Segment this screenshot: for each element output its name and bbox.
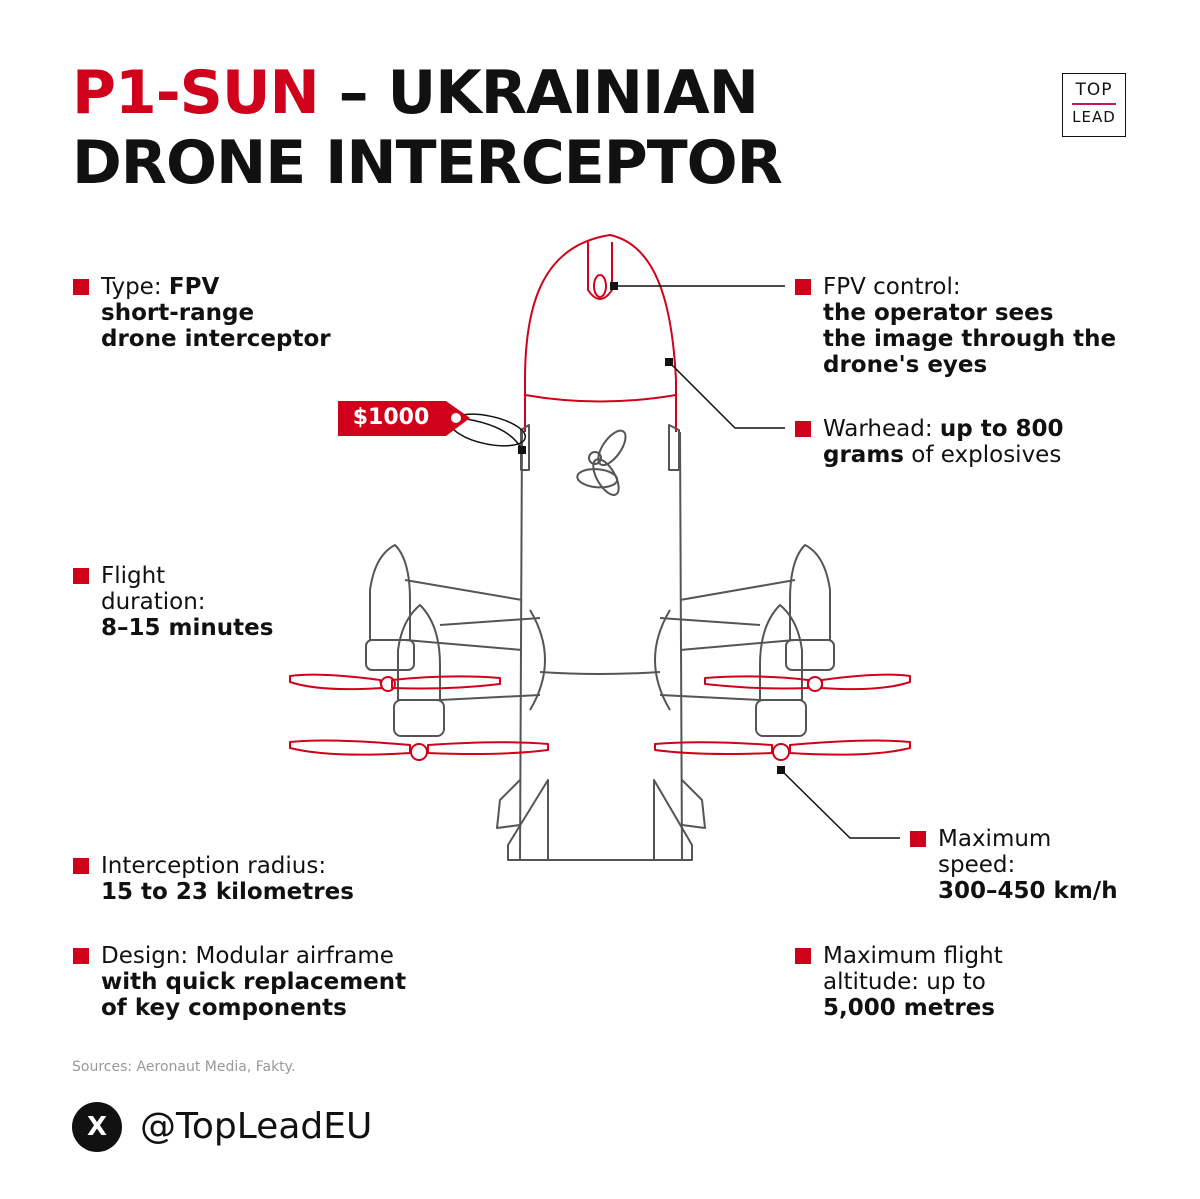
- motor-right-front-base: [755, 699, 807, 737]
- title-accent: P1-SUN: [72, 58, 320, 128]
- fin-right-upper: [668, 424, 680, 471]
- arm-right-front-cap: [654, 609, 671, 711]
- anchor-warhead: [665, 358, 673, 366]
- motor-right-back-base: [785, 639, 835, 671]
- hub-right-back: [807, 676, 823, 692]
- motor-left-back: [369, 544, 411, 641]
- main-body: [519, 431, 683, 861]
- motor-left-back-base: [365, 639, 415, 671]
- motor-right-front: [759, 604, 803, 701]
- center-band: [539, 671, 661, 675]
- stat-interception-radius: Interception radius: 15 to 23 kilometres: [73, 853, 354, 905]
- motor-left-front-base: [393, 699, 445, 737]
- propeller-right-back: [704, 673, 911, 691]
- camera-pod: [587, 242, 613, 300]
- logo-bottom: LEAD: [1072, 108, 1116, 126]
- nose-cone: [524, 234, 677, 432]
- arm-left-front: [439, 617, 541, 701]
- tail-fin-right: [681, 779, 706, 829]
- title-line2: DRONE INTERCEPTOR: [72, 128, 783, 198]
- tail-fin-front-left: [507, 779, 549, 861]
- stat-max-speed: Maximum speed: 300–450 km/h: [910, 826, 1118, 904]
- price-tag-label: $1000: [352, 405, 430, 430]
- sources-note: Sources: Aeronaut Media, Fakty.: [72, 1059, 296, 1075]
- stat-design: Design: Modular airframe with quick repl…: [73, 943, 406, 1021]
- nose-seam: [524, 394, 677, 403]
- bullet-square: [73, 568, 89, 584]
- leader-speed: [780, 769, 900, 839]
- stat-fpv-control: FPV control: the operator sees the image…: [795, 274, 1116, 378]
- propeller-logo-icon: [576, 429, 627, 496]
- anchor-fpv: [610, 282, 618, 290]
- fin-left-upper: [520, 424, 530, 471]
- bullet-square: [910, 831, 926, 847]
- title-rest: – UKRAINIAN: [318, 58, 759, 128]
- motor-right-back: [789, 544, 831, 641]
- propeller-right-front: [654, 739, 911, 756]
- logo-bar: [1072, 103, 1116, 105]
- price-tag-shape: [338, 401, 470, 436]
- stat-flight-duration: Flight duration: 8–15 minutes: [73, 563, 273, 641]
- price-tag-hole: [451, 413, 461, 423]
- leader-warhead: [668, 361, 785, 429]
- stat-warhead: Warhead: up to 800 grams of explosives: [795, 416, 1064, 468]
- logo-top: TOP: [1075, 80, 1113, 100]
- tail-fin-left: [496, 779, 521, 829]
- arm-right-front: [659, 617, 761, 701]
- bullet-square: [795, 421, 811, 437]
- x-icon[interactable]: X: [72, 1102, 122, 1152]
- camera-lens-icon: [593, 274, 607, 298]
- hub-right-front: [772, 743, 790, 761]
- arm-right-back: [679, 579, 796, 651]
- social-handle-link[interactable]: @TopLeadEU: [140, 1106, 373, 1147]
- propeller-left-front: [289, 739, 549, 756]
- bullet-square: [73, 948, 89, 964]
- bullet-square: [795, 279, 811, 295]
- leader-price: [459, 417, 523, 451]
- bullet-square: [73, 279, 89, 295]
- stat-type: Type: FPV short-range drone interceptor: [73, 274, 331, 352]
- anchor-speed: [777, 766, 785, 774]
- bullet-square: [795, 948, 811, 964]
- motor-left-front: [397, 604, 441, 701]
- toplead-logo: TOP LEAD: [1062, 73, 1126, 137]
- arm-left-front-cap: [529, 609, 546, 711]
- arm-left-back: [404, 579, 523, 651]
- tail-fin-front-right: [653, 779, 693, 861]
- hub-left-back: [380, 676, 396, 692]
- stat-max-altitude: Maximum flight altitude: up to 5,000 met…: [795, 943, 1003, 1021]
- anchor-price: [518, 446, 526, 454]
- bullet-square: [73, 858, 89, 874]
- hub-left-front: [410, 743, 428, 761]
